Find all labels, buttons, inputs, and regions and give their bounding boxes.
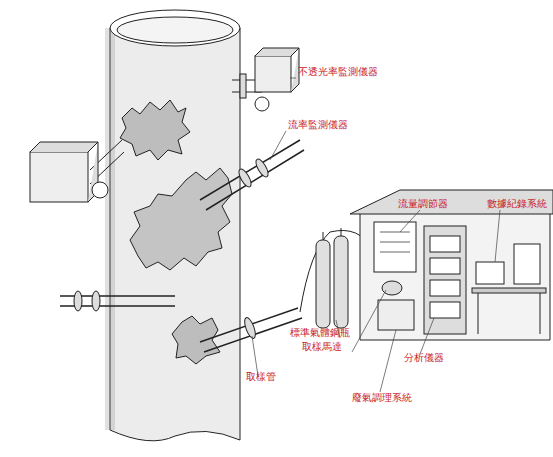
cutaway (172, 316, 220, 364)
leader-line (352, 290, 386, 352)
leader-line (380, 330, 396, 392)
analyzer (430, 280, 460, 296)
stack-body (110, 28, 240, 441)
gas-cylinder (334, 236, 348, 328)
flow-controller (374, 222, 416, 272)
flange (240, 74, 246, 98)
panel-lines (380, 232, 410, 252)
callout-label: 數據紀錄系統 (487, 198, 547, 210)
conditioning-system (378, 300, 414, 330)
callout-label: 取樣馬達 (302, 341, 342, 353)
leader-line (252, 336, 258, 376)
cutaway (130, 168, 232, 270)
shelter (360, 212, 550, 340)
flow-probe (200, 140, 304, 210)
analyzer (430, 302, 460, 318)
valve (323, 228, 341, 240)
leader-line (290, 78, 296, 79)
analyzer (430, 236, 460, 252)
shelter-roof (350, 190, 553, 214)
gas-cylinder (316, 240, 330, 328)
leader-line (420, 318, 434, 354)
flange (74, 291, 82, 311)
opacity-monitor-box (30, 152, 88, 202)
blower (255, 97, 269, 111)
box-top (30, 142, 98, 202)
flange (254, 157, 271, 178)
printer (514, 244, 540, 284)
leader-line (400, 210, 420, 232)
sample-probe (200, 308, 302, 352)
blower (92, 182, 108, 198)
callout-label: 不透光率監測儀器 (298, 66, 378, 78)
callout-label: 流率監測儀器 (288, 119, 348, 131)
flange (242, 316, 257, 339)
stack-top (110, 10, 240, 46)
desk-legs (478, 293, 540, 334)
callout-label: 分析儀器 (404, 352, 444, 364)
callout-label: 廢氣調理系統 (352, 392, 412, 404)
opacity-monitor-box (255, 56, 291, 92)
callout-label: 流量調節器 (398, 198, 448, 210)
stack-inner (117, 17, 233, 43)
analyzer-rack (424, 226, 466, 334)
leader-line (495, 210, 500, 262)
callout-label: 標準氣體鋼瓶 (290, 327, 350, 339)
leader-line (270, 131, 286, 160)
leader-lines (252, 78, 500, 392)
box-top (255, 48, 299, 92)
stack-shade (105, 28, 115, 430)
flange (237, 167, 254, 188)
monitor (476, 262, 504, 284)
analyzer (430, 258, 460, 274)
sample-pump (382, 281, 402, 295)
desk (472, 288, 546, 293)
cutaway (120, 100, 190, 160)
flange (92, 291, 100, 311)
callout-label: 取樣管 (246, 371, 276, 383)
